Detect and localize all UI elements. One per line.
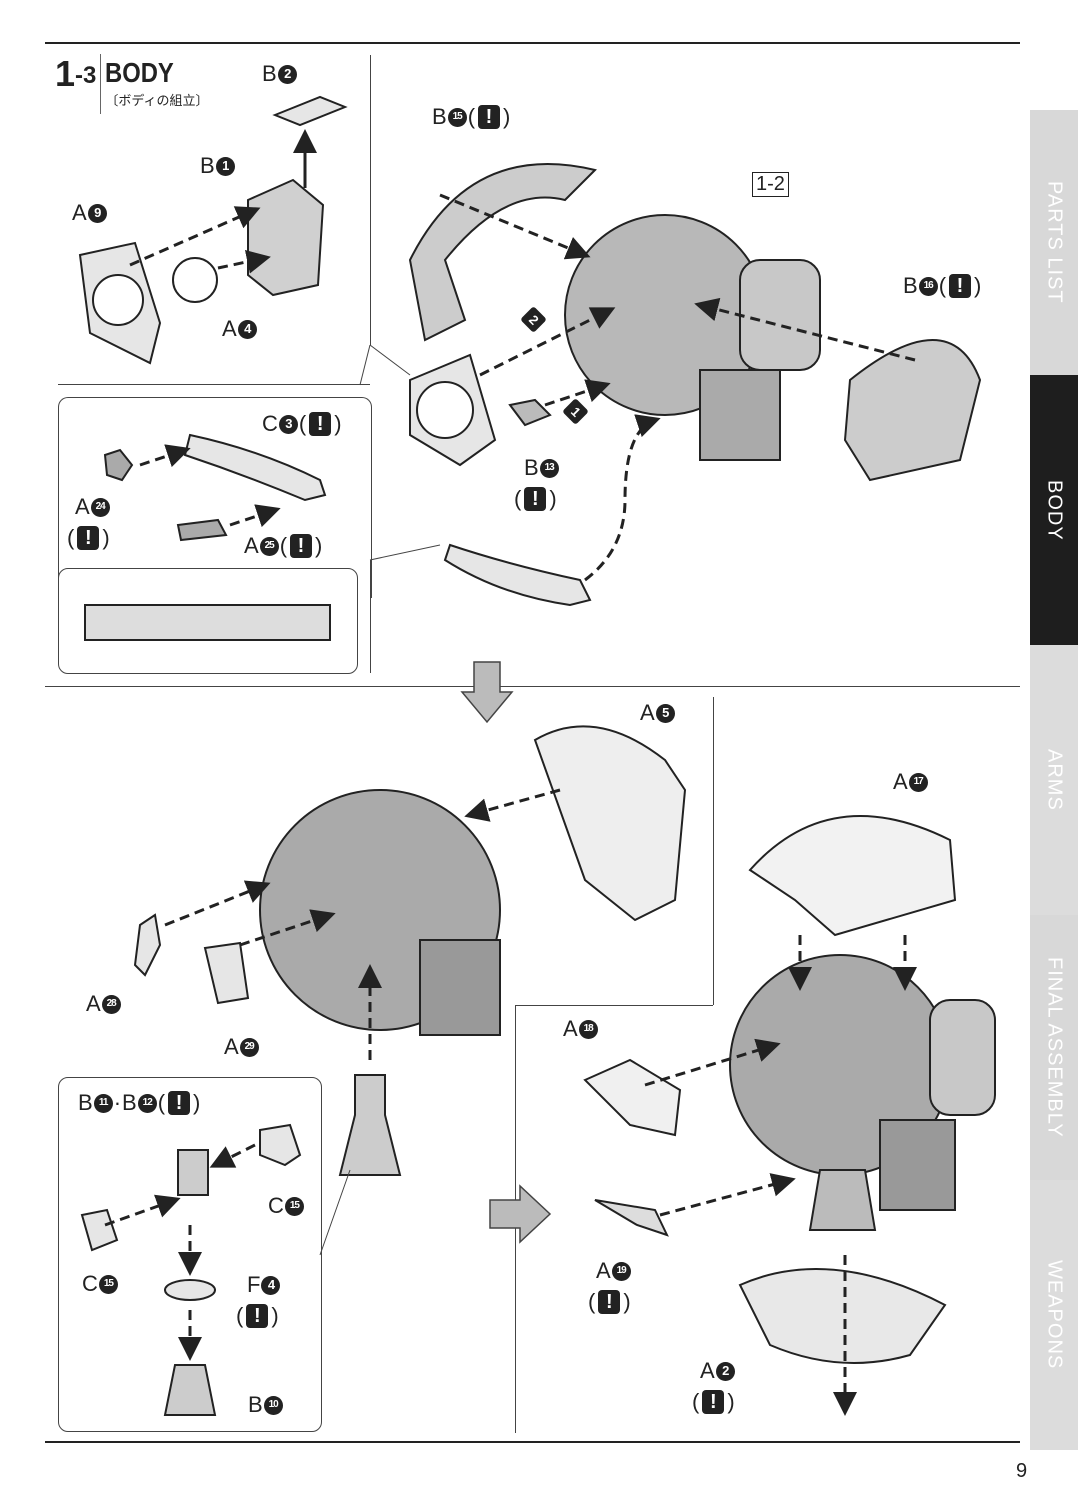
part-b15 — [408, 163, 597, 342]
panel-divider — [370, 55, 371, 345]
warning-icon: ! — [168, 1091, 191, 1115]
part-c3 — [183, 433, 327, 502]
part-c15-right — [259, 1123, 302, 1167]
warning-icon: ! — [702, 1390, 725, 1414]
tab-parts-list[interactable]: PARTS LIST — [1030, 110, 1078, 375]
panel-divider — [515, 1005, 713, 1006]
part-b2 — [272, 95, 348, 127]
detail-panel-c3-front — [58, 568, 358, 674]
step-major: 1 — [55, 53, 76, 94]
part-f4 — [164, 1279, 216, 1301]
section-divider — [45, 686, 1020, 687]
warning-icon: ! — [524, 487, 547, 511]
detail-panel-c3 — [58, 397, 372, 598]
warning-a2: (!) — [692, 1389, 735, 1414]
part-a29 — [203, 941, 250, 1005]
part-a17 — [748, 815, 957, 937]
part-a28 — [133, 913, 162, 977]
part-a2 — [738, 1268, 947, 1364]
part-b13 — [508, 398, 552, 427]
warning-icon: ! — [77, 526, 100, 550]
part-a5 — [533, 725, 687, 922]
foot-assembly — [338, 1074, 402, 1176]
warning-icon: ! — [949, 274, 972, 298]
page-number: 9 — [1016, 1460, 1028, 1482]
warning-b13: (!) — [514, 486, 557, 511]
warning-icon: ! — [290, 534, 313, 558]
step-title: BODY — [105, 57, 175, 88]
flow-arrow-right — [489, 1184, 552, 1244]
bottom-rule — [45, 1441, 1020, 1443]
detail-panel-foot — [58, 1077, 322, 1432]
part-b1 — [247, 178, 325, 297]
top-rule — [45, 42, 1020, 44]
part-a4 — [172, 257, 218, 303]
part-b16 — [843, 339, 982, 482]
tab-body[interactable]: BODY — [1030, 375, 1078, 645]
part-c15-left — [80, 1208, 119, 1252]
warning-a24: (!) — [67, 525, 110, 550]
warning-icon: ! — [309, 412, 332, 436]
flow-arrow-down — [460, 661, 514, 724]
part-a19 — [594, 1199, 669, 1237]
step-minor: -3 — [75, 62, 97, 89]
part-b10 — [163, 1364, 217, 1416]
tab-weapons[interactable]: WEAPONS — [1030, 1180, 1078, 1450]
part-a18 — [583, 1058, 682, 1137]
tab-arms[interactable]: ARMS — [1030, 645, 1078, 915]
reference-step-box: 1-2 — [752, 172, 789, 197]
panel-divider — [370, 560, 371, 673]
part-b11-b12 — [177, 1149, 209, 1196]
warning-a19: (!) — [588, 1289, 631, 1314]
part-a24 — [103, 448, 134, 482]
panel-divider — [58, 384, 370, 385]
warning-icon: ! — [246, 1304, 269, 1328]
warning-icon: ! — [478, 105, 501, 129]
panel-divider — [713, 697, 714, 1005]
part-c3-front — [84, 604, 331, 641]
warning-f4: (!) — [236, 1303, 279, 1328]
part-c3-placed — [443, 543, 592, 607]
warning-icon: ! — [598, 1290, 621, 1314]
part-a25 — [176, 518, 228, 542]
tab-final-assembly[interactable]: FINAL ASSEMBLY — [1030, 915, 1078, 1180]
step-subtitle: 〔ボディの組立〕 — [105, 93, 209, 108]
step-header: 1 -3 BODY 〔ボディの組立〕 — [55, 54, 208, 114]
